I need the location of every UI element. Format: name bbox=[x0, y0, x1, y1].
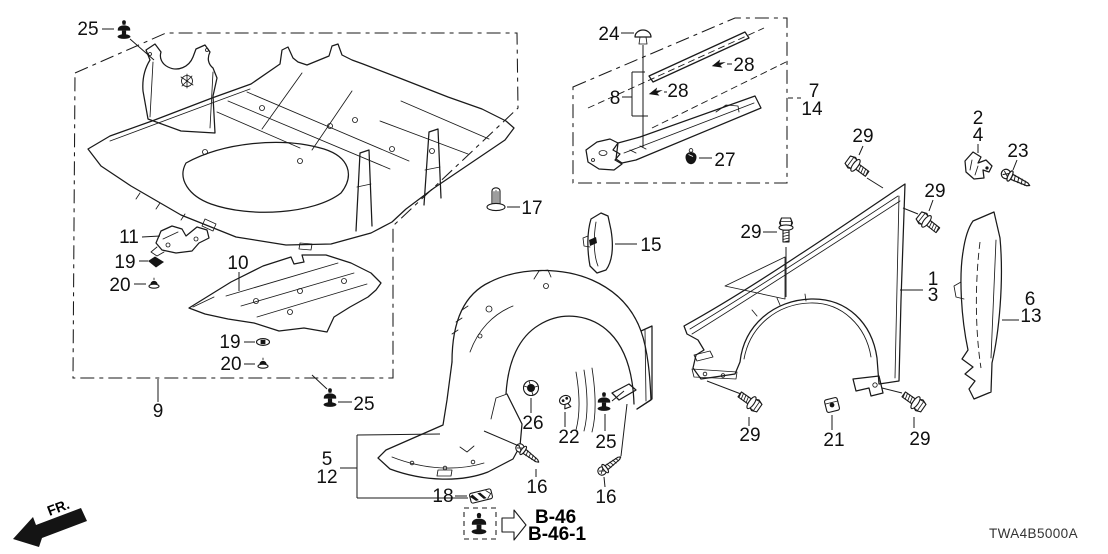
part-callout-29: 29 bbox=[739, 425, 760, 446]
fender-skirt-garnish-art bbox=[953, 211, 1003, 400]
part-callout-6: 6 bbox=[1025, 289, 1036, 310]
part-callout-29: 29 bbox=[740, 222, 761, 243]
part-callout-15: 15 bbox=[640, 235, 661, 256]
part-callout-13: 13 bbox=[1020, 306, 1041, 327]
clip-b46-icon bbox=[471, 512, 487, 535]
bolt-29-top-icon bbox=[843, 153, 872, 181]
sill-garnish-art bbox=[585, 95, 762, 171]
part-callout-12: 12 bbox=[316, 467, 337, 488]
bolt-29-rear-icon bbox=[914, 209, 943, 237]
bolt-29-rearlow-icon bbox=[899, 388, 928, 415]
part-callout-5: 5 bbox=[322, 449, 333, 470]
bolt-17-icon bbox=[486, 187, 506, 212]
part-callout-25: 25 bbox=[353, 394, 374, 415]
b46-reference-block bbox=[463, 507, 527, 541]
part-callout-19: 19 bbox=[219, 332, 240, 353]
part-callout-10: 10 bbox=[227, 253, 248, 274]
clip-25-liner-icon bbox=[597, 392, 611, 411]
fr-direction-arrow bbox=[13, 508, 87, 547]
part-callout-25: 25 bbox=[77, 19, 98, 40]
side-sill-group-box bbox=[572, 17, 801, 184]
part-callout-22: 22 bbox=[558, 427, 579, 448]
part-callout-24: 24 bbox=[598, 24, 620, 45]
clip-24-icon bbox=[634, 29, 652, 45]
part-callout-9: 9 bbox=[153, 401, 164, 422]
clip-25-topleft-icon bbox=[117, 20, 131, 39]
clip-25-mid-icon bbox=[323, 388, 337, 407]
part-callout-18: 18 bbox=[432, 486, 453, 507]
screw-23-icon bbox=[998, 166, 1033, 192]
part-callout-23: 23 bbox=[1007, 141, 1028, 162]
part-callout-3: 3 bbox=[928, 285, 939, 306]
part-callout-2: 2 bbox=[973, 108, 984, 129]
sill-molding-8-art bbox=[587, 27, 787, 129]
part-callout-29: 29 bbox=[924, 181, 945, 202]
part-callout-1: 1 bbox=[928, 269, 939, 290]
leader-lines bbox=[102, 28, 1019, 499]
part-callout-29: 29 bbox=[852, 126, 873, 147]
nut-21-icon bbox=[823, 396, 841, 414]
fr-direction-label: FR. bbox=[45, 496, 72, 519]
nut-26-icon bbox=[522, 379, 540, 397]
grommet-27-icon bbox=[685, 148, 697, 165]
part-callout-27: 27 bbox=[714, 150, 735, 171]
part-callout-8: 8 bbox=[610, 88, 621, 109]
ref-label-b46: B-46 bbox=[535, 507, 576, 528]
part-callout-26: 26 bbox=[522, 413, 543, 434]
front-fender-art bbox=[683, 183, 906, 397]
engine-undercover-art bbox=[87, 43, 515, 251]
part-callout-11: 11 bbox=[119, 227, 139, 248]
clip-28-upper-icon bbox=[710, 58, 727, 70]
lower-cover-10-art bbox=[188, 254, 382, 333]
part-callout-17: 17 bbox=[521, 198, 542, 219]
part-callout-4: 4 bbox=[973, 125, 984, 146]
clip-18-icon bbox=[468, 488, 494, 504]
part-callout-28: 28 bbox=[733, 55, 754, 76]
part-callout-25: 25 bbox=[595, 432, 616, 453]
screw-16-rear-icon bbox=[595, 452, 625, 479]
undercover-side-cover-art bbox=[142, 43, 218, 134]
part-callout-20: 20 bbox=[220, 354, 241, 375]
ref-label-b46-1: B-46-1 bbox=[528, 524, 587, 545]
part-callout-7: 7 bbox=[809, 81, 820, 102]
clip-20-upper-icon bbox=[148, 277, 160, 289]
fender-liner-art bbox=[377, 269, 653, 480]
part-callout-16: 16 bbox=[526, 477, 547, 498]
part-callout-14: 14 bbox=[801, 99, 823, 120]
part-callout-29: 29 bbox=[909, 429, 930, 450]
part-callout-21: 21 bbox=[823, 430, 844, 451]
clip-19-lower-icon bbox=[255, 338, 271, 346]
part-callout-19: 19 bbox=[114, 252, 135, 273]
clip-20-lower-icon bbox=[257, 357, 269, 369]
part-callout-20: 20 bbox=[109, 275, 130, 296]
diagram-code: TWA4B5000A bbox=[989, 526, 1078, 541]
bracket-11-art bbox=[150, 225, 210, 257]
clip-28-lower-icon bbox=[647, 86, 664, 98]
undercover-group-box bbox=[72, 32, 519, 379]
bolt-29-frontlow-icon bbox=[735, 388, 764, 415]
clip-22-icon bbox=[558, 394, 572, 410]
clip-19-upper-icon bbox=[148, 256, 164, 268]
part-callout-28: 28 bbox=[667, 81, 688, 102]
bolt-29-mid-icon bbox=[778, 217, 794, 243]
garnish-15-art bbox=[582, 212, 613, 274]
part-callout-16: 16 bbox=[595, 487, 616, 508]
stay-2-4-art bbox=[964, 151, 993, 180]
